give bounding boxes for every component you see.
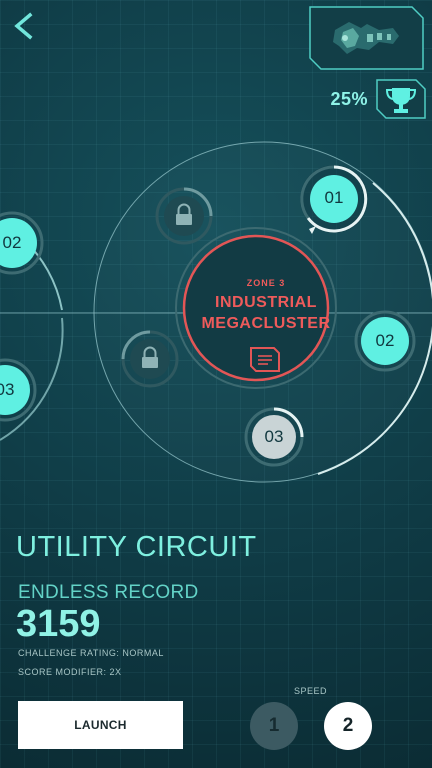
- side-node-03[interactable]: [0, 358, 37, 422]
- side-node-02-label: 02: [2, 233, 22, 252]
- zone-map: [0, 141, 432, 483]
- zone-label: ZONE 3 INDUSTRIAL MEGACLUSTER: [198, 278, 334, 334]
- locked-node-2: [121, 330, 179, 388]
- document-icon: [250, 347, 280, 372]
- level-title: UTILITY CIRCUIT: [16, 531, 257, 563]
- speed-label: SPEED: [294, 686, 328, 696]
- chevron-left-icon: [14, 12, 33, 40]
- level-node-01[interactable]: [300, 165, 368, 234]
- trophy-button[interactable]: [376, 79, 426, 119]
- ship-minimap-icon: [333, 22, 399, 54]
- speed-2-button[interactable]: 2: [324, 702, 372, 750]
- lock-icon: [176, 203, 192, 225]
- challenge-rating: CHALLENGE RATING: NORMAL: [18, 648, 164, 658]
- level-node-01-label: 01: [324, 188, 344, 207]
- level-node-03-label: 03: [264, 427, 284, 446]
- zone-center[interactable]: [175, 227, 337, 389]
- launch-button[interactable]: LAUNCH: [18, 701, 183, 749]
- endless-record-label: ENDLESS RECORD: [18, 582, 199, 603]
- side-node-02[interactable]: [0, 211, 44, 275]
- level-node-02[interactable]: [354, 310, 416, 372]
- side-node-03-label: 03: [0, 380, 15, 399]
- locked-node-1: [155, 187, 213, 245]
- trophy-icon: [385, 88, 417, 113]
- score-modifier: SCORE MODIFIER: 2X: [18, 667, 122, 677]
- zone-name: INDUSTRIAL MEGACLUSTER: [201, 294, 331, 332]
- level-node-02-label: 02: [375, 331, 395, 350]
- endless-record-value: 3159: [16, 603, 101, 645]
- level-node-03[interactable]: [244, 407, 304, 467]
- zone-outer-ring: [93, 141, 432, 483]
- lock-icon: [142, 346, 158, 368]
- completion-panel: 25%: [330, 78, 426, 120]
- speed-1-button[interactable]: 1: [250, 702, 298, 750]
- completion-percent: 25%: [330, 88, 368, 109]
- back-button[interactable]: [10, 10, 38, 42]
- zone-number: ZONE 3: [246, 278, 286, 288]
- minimap-panel[interactable]: [309, 6, 424, 70]
